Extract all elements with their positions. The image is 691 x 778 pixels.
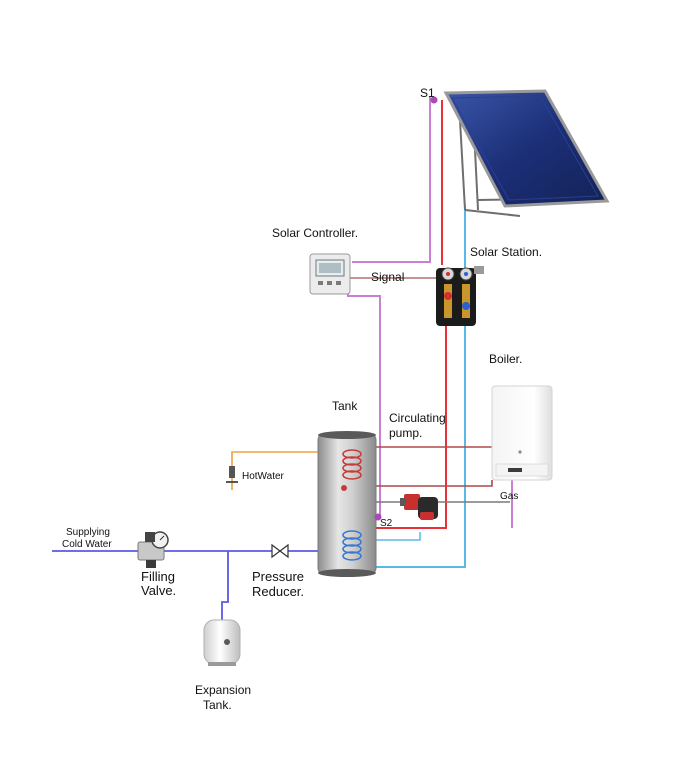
sensor-s1-label: S1 xyxy=(420,86,435,100)
solar-panel xyxy=(443,89,610,208)
supplying-label-line2: Cold Water xyxy=(62,539,112,550)
expansion-tank-label-line2: Tank. xyxy=(203,698,232,712)
signal-wire-s1 xyxy=(352,96,431,263)
boiler-return-pipe xyxy=(372,480,493,487)
tank-label: Tank xyxy=(332,399,358,413)
solar-station xyxy=(436,266,484,326)
pressure-reducer-label-line1: Pressure xyxy=(252,569,304,584)
filling-valve-label-line2: Valve. xyxy=(141,583,176,598)
circulating-pump-label-line1: Circulating xyxy=(389,411,446,425)
solar-controller xyxy=(309,253,351,295)
supplying-label-line1: Supplying xyxy=(66,527,110,538)
signal-label: Signal xyxy=(371,270,404,284)
expansion-tank xyxy=(203,619,241,666)
solar-controller-label: Solar Controller. xyxy=(272,226,358,240)
expansion-branch-pipe xyxy=(221,551,229,620)
gas-label: Gas xyxy=(500,491,518,502)
solar-collector xyxy=(443,89,610,217)
lower-solar-coil xyxy=(342,530,362,561)
pipes-and-wires xyxy=(52,96,513,620)
filling-valve-label-line1: Filling xyxy=(141,569,175,584)
expansion-tank-label-line1: Expansion xyxy=(195,683,251,697)
hot-water-tap xyxy=(226,466,238,483)
sensor-s2-label: S2 xyxy=(380,518,393,529)
cold-return-pipe-branch xyxy=(372,532,421,541)
upper-heating-coil xyxy=(342,449,362,480)
cold-return-pipe-lower xyxy=(372,325,466,568)
circulating-pump-label-line2: pump. xyxy=(389,426,422,440)
hot-pipe-tank xyxy=(372,325,447,529)
filling-valve xyxy=(137,531,169,568)
storage-tank xyxy=(317,431,377,577)
hot-water-label: HotWater xyxy=(242,471,285,482)
sensor-s1-dot xyxy=(430,96,438,104)
circulating-pump xyxy=(400,494,438,520)
sensor-s2-dot xyxy=(374,513,382,521)
boiler-label: Boiler. xyxy=(489,352,522,366)
pressure-reducer-label-line2: Reducer. xyxy=(252,584,304,599)
gas-boiler xyxy=(491,385,553,481)
solar-station-label: Solar Station. xyxy=(470,245,542,259)
pressure-reducer xyxy=(271,543,289,559)
